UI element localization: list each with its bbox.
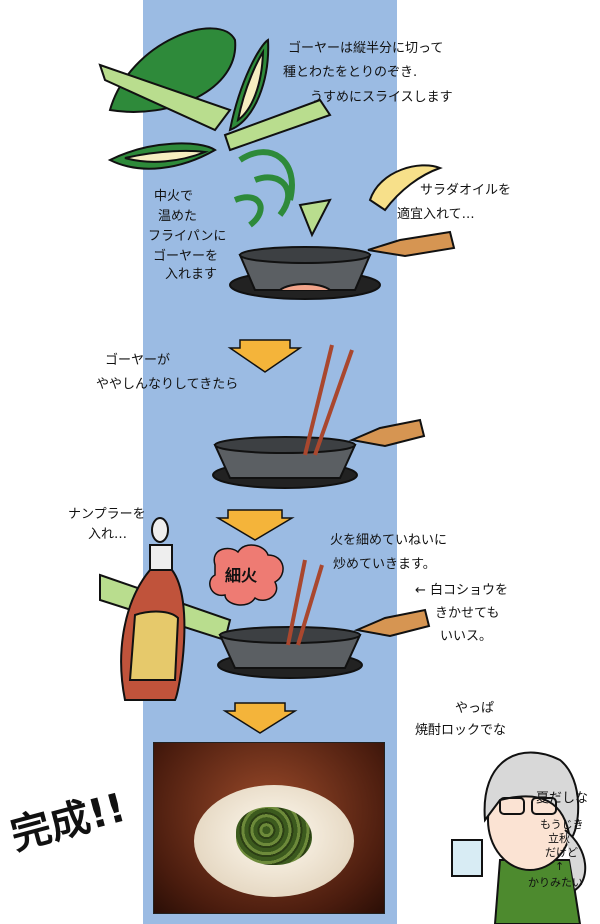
step2-line1: 中火で [154, 189, 194, 204]
note-3: だけど [545, 846, 578, 859]
note-4: ↑ [555, 860, 565, 873]
step3-line2: 適宜入れて… [397, 207, 475, 222]
plate [194, 785, 354, 897]
note-1: もうじき [540, 818, 584, 831]
character-line2: 夏だしな [536, 791, 589, 806]
character-line1b: 焼酎ロックでな [415, 723, 507, 738]
step3-line1: サラダオイルを [420, 183, 512, 198]
frying-pan-2 [212, 344, 426, 489]
character-line1a: やっぱ [455, 701, 495, 716]
step1-line2: 種とわたをとりのぞき. [283, 65, 418, 80]
down-arrow-1 [227, 339, 303, 373]
low-flame-label: 細火 [225, 566, 258, 585]
low-flame-cloud [209, 544, 284, 606]
down-arrow-2 [215, 509, 295, 541]
step6-line2: 炒めていきます。 [333, 557, 436, 572]
note-2: 立秋 [548, 832, 570, 845]
step2-line3: フライパンに [148, 229, 227, 244]
step1-line1: ゴーヤーは縦半分に切って [288, 41, 444, 56]
step5-line2: 入れ… [88, 527, 128, 542]
step4-line2: ややしんなりしてきたら [96, 377, 239, 392]
stir-fried-goya [236, 807, 312, 865]
step7-line1: ← 白コショウを [415, 583, 509, 598]
oil-scoop [368, 164, 443, 212]
note-5: かりみたい [528, 876, 583, 889]
step2-line5: 入れます [165, 267, 218, 282]
goya-halves [98, 27, 332, 228]
step1-line3: うすめにスライスします [310, 90, 453, 105]
step2-line4: ゴーヤーを [153, 249, 219, 264]
green-arrow [298, 198, 332, 238]
down-arrow-3 [222, 702, 298, 734]
step5-line1: ナンプラーを [68, 507, 146, 522]
step7-line2: きかせても [435, 606, 500, 621]
frying-pan-3 [217, 559, 431, 679]
frying-pan-1 [229, 230, 456, 300]
character-illustration [451, 751, 587, 924]
step7-line3: いいス。 [440, 629, 493, 644]
step6-line1: 火を細めていねいに [330, 533, 448, 548]
fish-sauce-bottle [99, 517, 232, 701]
finished-dish-photo [153, 742, 385, 914]
step4-line1: ゴーヤーが [105, 353, 171, 368]
step2-line2: 温めた [158, 209, 198, 224]
